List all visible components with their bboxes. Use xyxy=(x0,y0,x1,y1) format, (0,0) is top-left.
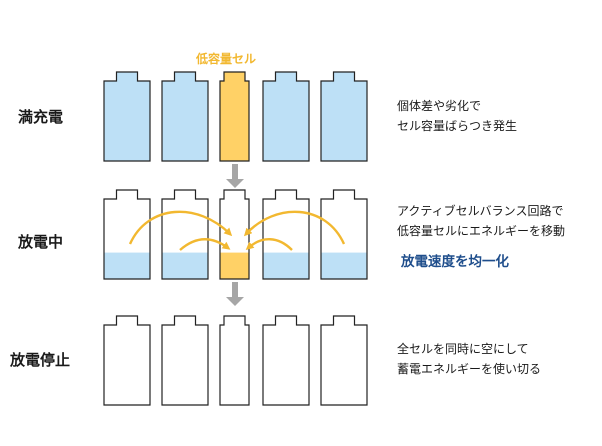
description-line: 蓄電エネルギーを使い切る xyxy=(397,362,542,376)
battery-outline xyxy=(161,189,209,280)
battery-cell xyxy=(161,189,209,280)
row-label-discharging: 放電中 xyxy=(18,233,64,251)
battery-cell-low-capacity xyxy=(219,71,250,162)
battery-outline xyxy=(161,71,209,162)
row-label-discharge-stop: 放電停止 xyxy=(10,351,71,369)
description-line: アクティブセルバランス回路で xyxy=(397,204,564,218)
row-description-discharge-stop: 全セルを同時に空にして 蓄電エネルギーを使い切る xyxy=(397,339,541,379)
battery-outline xyxy=(103,71,151,162)
description-line: セル容量ばらつき発生 xyxy=(397,119,518,133)
battery-cell xyxy=(262,315,310,406)
battery-charge-level xyxy=(220,252,249,279)
row-description-discharging: アクティブセルバランス回路で 低容量セルにエネルギーを移動 xyxy=(397,201,565,241)
battery-cap-fill xyxy=(174,72,196,81)
battery-outline xyxy=(103,315,151,406)
battery-charge-level xyxy=(321,252,367,279)
battery-row-discharging xyxy=(103,189,368,280)
battery-outline xyxy=(262,189,310,280)
battery-cell xyxy=(262,71,310,162)
battery-outline xyxy=(320,315,368,406)
battery-row-discharge-stop xyxy=(103,315,368,406)
battery-cell xyxy=(161,71,209,162)
battery-charge-level xyxy=(162,81,208,161)
battery-outline xyxy=(320,189,368,280)
battery-outline xyxy=(103,189,151,280)
battery-charge-level xyxy=(104,252,150,279)
energy-transfer-arrow xyxy=(245,238,293,251)
battery-charge-level xyxy=(104,81,150,161)
battery-cell xyxy=(320,71,368,162)
battery-cell xyxy=(320,315,368,406)
battery-row-full-charge xyxy=(103,71,368,162)
description-line: 個体差や劣化で xyxy=(397,99,482,113)
battery-charge-level xyxy=(263,81,309,161)
battery-cell xyxy=(103,189,151,280)
battery-outline xyxy=(219,189,250,280)
battery-outline xyxy=(219,315,250,406)
row-description-full-charge: 個体差や劣化で セル容量ばらつき発生 xyxy=(397,96,517,136)
battery-cell xyxy=(262,189,310,280)
battery-charge-level xyxy=(220,81,249,161)
battery-outline xyxy=(219,71,250,162)
accent-uniform-discharge: 放電速度を均一化 xyxy=(401,254,509,270)
low-cell-label: 低容量セル xyxy=(196,52,257,66)
down-arrow-head xyxy=(226,297,244,306)
energy-transfer-arrow xyxy=(128,210,233,245)
down-arrow xyxy=(226,282,244,306)
battery-charge-level xyxy=(162,252,208,279)
battery-cell-low-capacity xyxy=(219,189,250,280)
battery-cap-fill xyxy=(116,72,138,81)
battery-cap-fill xyxy=(224,72,245,81)
battery-cell-low-capacity xyxy=(219,315,250,406)
description-line: 低容量セルにエネルギーを移動 xyxy=(397,224,566,238)
row-label-full-charge: 満充電 xyxy=(18,108,64,126)
energy-transfer-arrow xyxy=(243,210,346,245)
battery-cell xyxy=(161,315,209,406)
battery-outline xyxy=(320,71,368,162)
battery-cell xyxy=(103,71,151,162)
down-arrow-head xyxy=(226,179,244,188)
battery-charge-level xyxy=(321,81,367,161)
battery-outline xyxy=(262,71,310,162)
battery-outline xyxy=(262,315,310,406)
battery-cell xyxy=(103,315,151,406)
battery-outline xyxy=(161,315,209,406)
battery-cap-fill xyxy=(275,72,297,81)
down-arrow xyxy=(226,164,244,188)
battery-cap-fill xyxy=(333,72,355,81)
battery-cell xyxy=(320,189,368,280)
energy-transfer-arrow xyxy=(179,238,231,251)
description-line: 全セルを同時に空にして xyxy=(397,342,529,356)
down-arrow-shaft xyxy=(232,282,238,298)
battery-charge-level xyxy=(263,252,309,279)
down-arrow-shaft xyxy=(232,164,238,180)
